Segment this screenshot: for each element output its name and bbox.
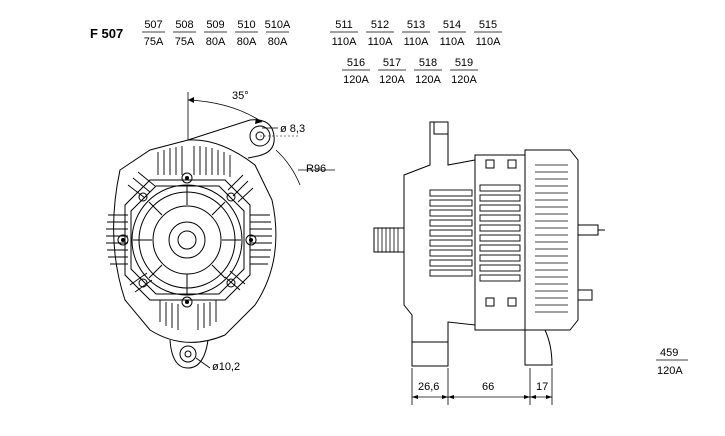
variant-code: 507 bbox=[144, 19, 162, 31]
variant-amp: 80A bbox=[237, 36, 257, 48]
dim-label-body: 66 bbox=[482, 381, 494, 393]
variant-amp: 80A bbox=[268, 36, 288, 48]
variants-row-1: 507 75A 508 75A 509 80A 510 80A 510A 80A bbox=[142, 19, 291, 48]
variant-amp: 110A bbox=[476, 36, 502, 48]
variant-code: 514 bbox=[443, 19, 461, 31]
variant-code: 512 bbox=[371, 19, 389, 31]
variant-code: 511 bbox=[335, 19, 353, 31]
variant-amp: 110A bbox=[440, 36, 466, 48]
radius-label: R96 bbox=[306, 163, 326, 175]
variant-code: 509 bbox=[206, 19, 224, 31]
variant-amp: 110A bbox=[404, 36, 430, 48]
variant-code: 518 bbox=[419, 57, 437, 69]
variant-code: 519 bbox=[455, 57, 473, 69]
dim-label-rear: 17 bbox=[536, 381, 548, 393]
angle-label: 35° bbox=[232, 90, 249, 102]
corner-amp: 120A bbox=[657, 365, 683, 377]
hole-top-diameter-label: ø 8,3 bbox=[280, 123, 305, 135]
variant-amp: 120A bbox=[379, 74, 405, 86]
variant-amp: 120A bbox=[343, 74, 369, 86]
model-title: F 507 bbox=[90, 26, 123, 41]
front-view bbox=[106, 92, 335, 369]
variant-amp: 80A bbox=[206, 36, 226, 48]
variant-code: 513 bbox=[407, 19, 425, 31]
dim-label-front: 26,6 bbox=[418, 381, 439, 393]
variant-code: 515 bbox=[479, 19, 497, 31]
variant-amp: 110A bbox=[332, 36, 358, 48]
corner-code: 459 bbox=[660, 347, 678, 359]
variant-code: 510 bbox=[237, 19, 255, 31]
variant-code: 508 bbox=[175, 19, 193, 31]
variant-amp: 120A bbox=[415, 74, 441, 86]
variant-code: 510A bbox=[265, 19, 291, 31]
variant-amp: 120A bbox=[451, 74, 477, 86]
variant-amp: 75A bbox=[144, 36, 164, 48]
side-view bbox=[373, 121, 605, 405]
variant-amp: 110A bbox=[368, 36, 394, 48]
variant-code: 516 bbox=[347, 57, 365, 69]
variant-amp: 75A bbox=[175, 36, 195, 48]
variants-row-3: 516 120A 517 120A 518 120A 519 120A bbox=[342, 57, 478, 86]
variant-code: 517 bbox=[383, 57, 401, 69]
variants-row-2: 511 110A 512 110A 513 110A 514 110A 515 110A bbox=[330, 19, 502, 48]
hole-bottom-diameter-label: ø10,2 bbox=[212, 361, 240, 373]
